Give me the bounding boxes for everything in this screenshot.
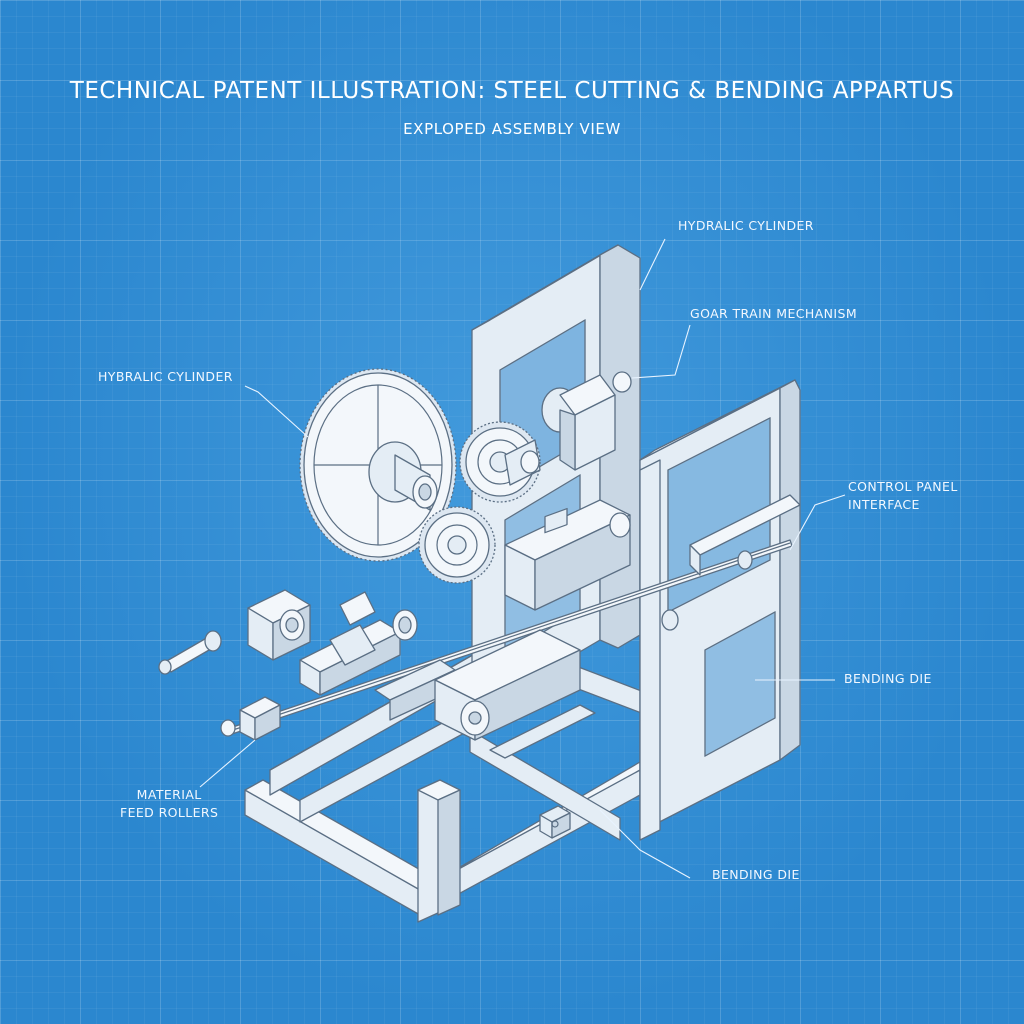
- upright-frame-right: [639, 379, 801, 841]
- lower-gear: [418, 506, 496, 584]
- upper-gear: [459, 421, 541, 503]
- label-hydraulic-cylinder-left: HYBRALIC CYLINDER: [98, 369, 233, 384]
- upper-motor: [541, 371, 632, 471]
- leader-lines: [199, 238, 846, 879]
- label-material-feed-line1: MATERIAL: [136, 787, 202, 802]
- label-control-panel-interface: CONTROL PANEL INTERFACE: [848, 478, 958, 514]
- label-bending-die-right: BENDING DIE: [844, 671, 932, 686]
- bearing-block: [247, 589, 311, 661]
- page-subtitle: EXPLOPED ASSEMBLY VIEW: [403, 120, 621, 138]
- large-flywheel-gear: [299, 368, 457, 562]
- small-block: [539, 805, 571, 839]
- feed-roller-unit: [220, 659, 456, 741]
- label-hydraulic-cylinder-top: HYDRALIC CYLINDER: [678, 218, 814, 233]
- central-drive-box: [504, 499, 631, 611]
- label-control-panel-line2: INTERFACE: [848, 497, 920, 512]
- page-title: TECHNICAL PATENT ILLUSTRATION: STEEL CUT…: [69, 78, 955, 104]
- loose-pin: [158, 630, 222, 675]
- label-control-panel-line1: CONTROL PANEL: [848, 479, 958, 494]
- label-bending-die-bottom: BENDING DIE: [712, 867, 800, 882]
- front-post: [417, 779, 461, 923]
- bending-die-assembly: [434, 629, 596, 759]
- label-material-feed-rollers: MATERIAL FEED ROLLERS: [120, 786, 218, 822]
- hydraulic-cylinder: [299, 591, 418, 696]
- label-gear-train-mechanism: GOAR TRAIN MECHANISM: [690, 306, 858, 321]
- label-material-feed-line2: FEED ROLLERS: [120, 805, 219, 820]
- control-panel-bracket: [661, 494, 801, 631]
